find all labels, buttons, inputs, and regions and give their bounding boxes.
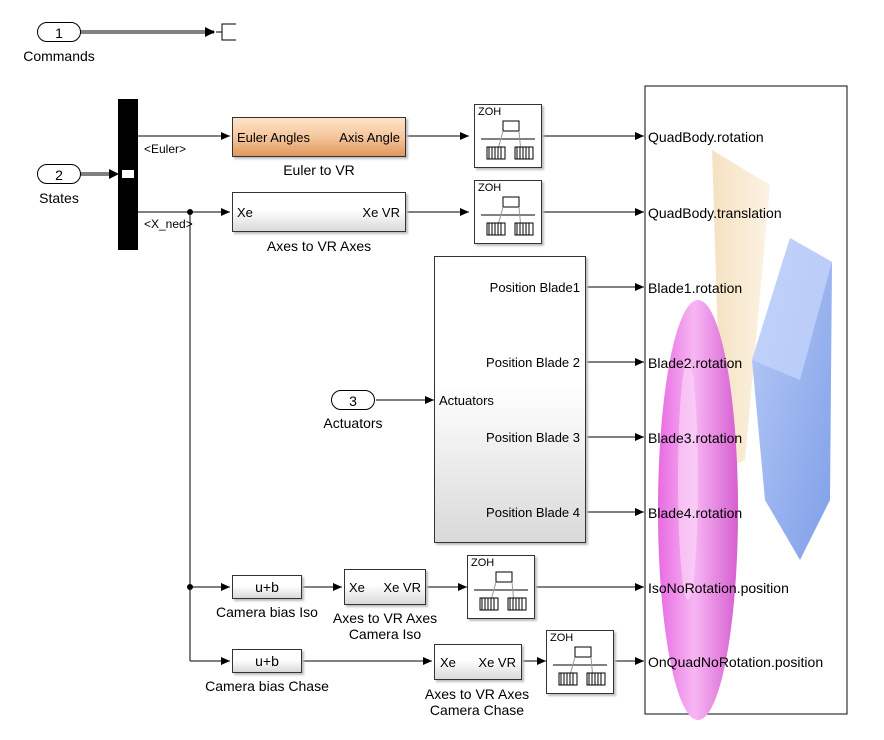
zoh-block-translation[interactable]: ZOH [474,180,542,244]
vr-preview-image [658,150,832,720]
axes-to-vr-output-port: Xe VR [362,205,400,220]
camera-bias-iso-op: u+b [255,579,279,595]
axes-iso-output-port: Xe VR [383,580,421,595]
inport-actuators[interactable]: 3 [331,390,375,410]
camera-bias-iso-block[interactable]: u+b [232,575,302,599]
signal-x-ned-label: <X_ned> [144,217,193,231]
signal-euler-label: <Euler> [144,142,187,156]
zoh-icon [474,571,528,611]
euler-to-vr-input-port: Euler Angles [237,130,310,145]
inport-commands[interactable]: 1 [37,22,81,42]
zoh-label: ZOH [478,182,502,194]
axes-to-vr-camera-chase-block[interactable]: Xe Xe VR [434,644,522,680]
camera-bias-chase-block[interactable]: u+b [232,649,302,673]
camera-bias-chase-label: Camera bias Chase [205,678,329,694]
actuators-input-port: Actuators [439,393,494,408]
zoh-label: ZOH [550,632,574,644]
axes-chase-input-port: Xe [440,655,456,670]
zoh-block-rotation[interactable]: ZOH [474,104,542,168]
bus-selector-port [121,169,135,179]
vr-input-blade4-rotation: Blade4.rotation [648,505,743,521]
vr-input-quadbody-rotation: QuadBody.rotation [648,129,764,145]
euler-to-vr-output-port: Axis Angle [339,130,400,145]
axes-to-vr-camera-iso-block[interactable]: Xe Xe VR [344,569,426,605]
vr-input-blade1-rotation: Blade1.rotation [648,280,743,296]
position-blade2-port: Position Blade 2 [486,355,580,370]
axes-to-vr-camera-iso-label: Axes to VR Axes Camera Iso [332,610,438,642]
camera-bias-iso-label: Camera bias Iso [216,604,318,620]
axes-to-vr-input-port: Xe [237,205,253,220]
zoh-icon [481,196,535,236]
inport-states[interactable]: 2 [37,164,81,184]
zoh-icon [553,646,607,686]
inport-states-label: States [39,190,79,206]
vr-input-iso-no-rotation-position: IsoNoRotation.position [648,580,789,596]
axes-to-vr-block[interactable]: Xe Xe VR [232,192,406,232]
vr-input-onquad-no-rotation-position: OnQuadNoRotation.position [648,654,824,670]
vr-input-quadbody-translation: QuadBody.translation [648,205,782,221]
axes-to-vr-label: Axes to VR Axes [266,238,372,254]
euler-to-vr-block[interactable]: Euler Angles Axis Angle [232,117,406,157]
zoh-block-iso[interactable]: ZOH [467,555,535,619]
inport-commands-label: Commands [23,48,95,64]
actuators-subsystem-block[interactable]: Actuators Position Blade1 Position Blade… [434,256,586,543]
euler-to-vr-label: Euler to VR [283,162,355,178]
position-blade4-port: Position Blade 4 [486,505,580,520]
vr-input-blade2-rotation: Blade2.rotation [648,355,743,371]
position-blade1-port: Position Blade1 [489,280,580,295]
axes-to-vr-camera-chase-label: Axes to VR Axes Camera Chase [424,686,530,718]
vr-input-blade3-rotation: Blade3.rotation [648,430,743,446]
zoh-block-chase[interactable]: ZOH [546,630,614,694]
camera-bias-chase-op: u+b [255,653,279,669]
zoh-label: ZOH [471,557,495,569]
axes-chase-output-port: Xe VR [478,655,516,670]
inport-actuators-label: Actuators [323,415,383,431]
zoh-icon [481,120,535,160]
zoh-label: ZOH [478,106,502,118]
axes-iso-input-port: Xe [349,580,365,595]
position-blade3-port: Position Blade 3 [486,430,580,445]
vr-sink-block[interactable] [644,85,848,720]
